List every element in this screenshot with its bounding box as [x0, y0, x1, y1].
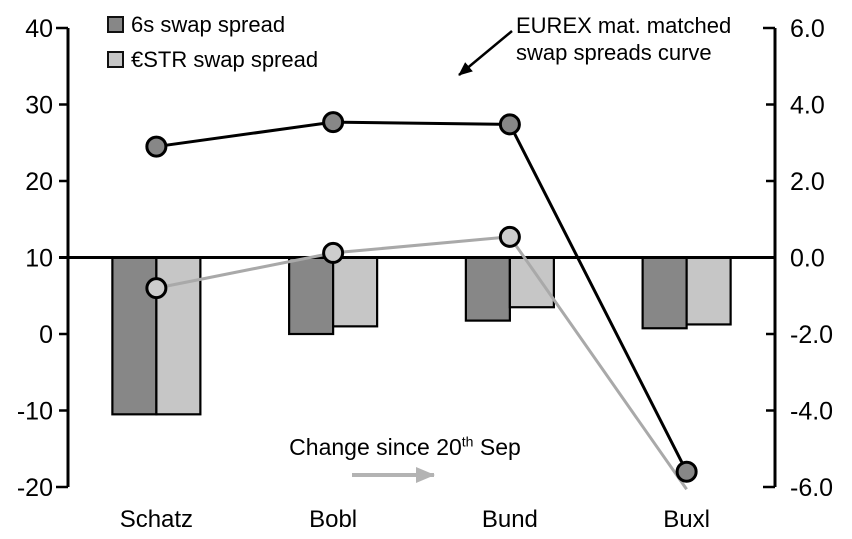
change-annotation-text: Change since 20th Sep [250, 434, 560, 461]
marker-estr-bobl [322, 241, 345, 264]
line-estr-swap-spread [156, 235, 688, 491]
right-axis-tick-label: -6.0 [790, 474, 833, 502]
x-axis-label-bund: Bund [482, 506, 538, 533]
marker-6s-bobl [322, 111, 345, 134]
left-axis-tick-label: 20 [25, 168, 53, 196]
left-axis-tick-label: -20 [17, 474, 53, 502]
legend-label-estr: €STR swap spread [131, 46, 319, 72]
legend-item-6s: 6s swap spread [107, 11, 318, 38]
x-axis-label-buxl: Buxl [663, 506, 710, 533]
bar-bobl-6s [288, 256, 335, 336]
right-axis-tick-label: 6.0 [790, 15, 825, 43]
marker-estr-bund [498, 225, 521, 248]
bar-buxl-estr [685, 256, 732, 326]
x-axis-label-schatz: Schatz [120, 506, 193, 533]
chart-legend: 6s swap spread €STR swap spread [107, 11, 318, 81]
change-annotation-post: Sep [473, 434, 521, 460]
curve-annotation-arrow-icon [458, 30, 513, 76]
marker-6s-bund [498, 113, 521, 136]
bar-bobl-estr [332, 256, 379, 328]
right-axis-tick-label: 4.0 [790, 92, 825, 120]
legend-swatch-estr-icon [107, 51, 124, 68]
left-axis-tick-label: 30 [25, 92, 53, 120]
bar-buxl-6s [641, 256, 688, 330]
line-6s-swap-spread [156, 120, 688, 473]
left-axis-tick-label: -10 [17, 398, 53, 426]
legend-item-estr: €STR swap spread [107, 46, 318, 73]
x-axis-label-bobl: Bobl [309, 506, 357, 533]
bar-bund-estr [508, 256, 555, 309]
left-axis-tick-label: 40 [25, 15, 53, 43]
right-axis-tick-label: -4.0 [790, 398, 833, 426]
bar-bund-6s [464, 256, 511, 322]
legend-label-6s: 6s swap spread [131, 11, 286, 37]
left-axis-tick-label: 10 [25, 245, 53, 273]
change-annotation-pre: Change since 20 [289, 434, 462, 460]
legend-swatch-6s-icon [107, 16, 124, 33]
change-annotation-sup: th [461, 433, 474, 450]
marker-estr-schatz [145, 277, 168, 300]
left-axis-tick-label: 0 [39, 321, 53, 349]
marker-6s-buxl [675, 460, 698, 483]
curve-annotation-line2: swap spreads curve [516, 40, 712, 65]
right-axis-tick-label: 2.0 [790, 168, 825, 196]
right-axis-tick-label: -2.0 [790, 321, 833, 349]
right-axis-tick-label: 0.0 [790, 245, 825, 273]
curve-annotation-line1: EUREX mat. matched [516, 13, 732, 38]
curve-annotation-text: EUREX mat. matched swap spreads curve [516, 12, 731, 66]
marker-6s-schatz [145, 135, 168, 158]
